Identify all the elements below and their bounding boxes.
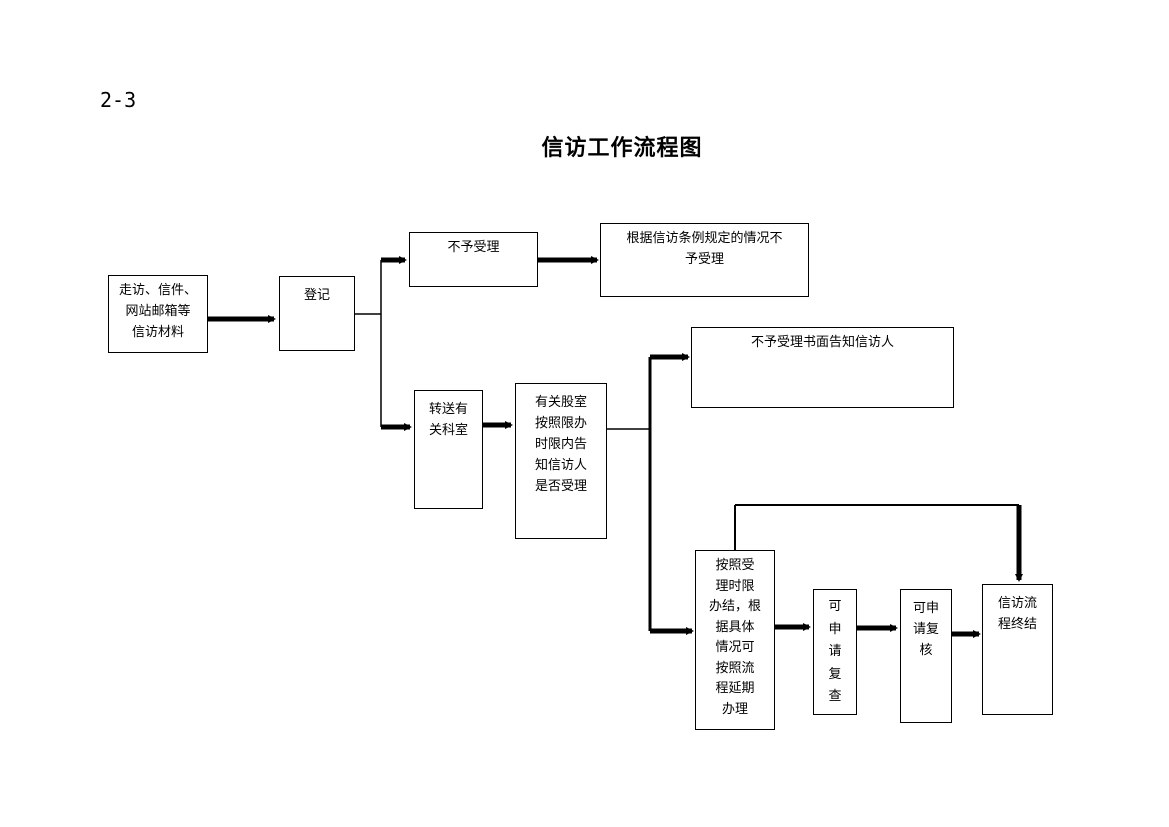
node-reject: 不予受理 (409, 232, 538, 287)
node-end: 信访流 程终结 (982, 584, 1053, 715)
node-source: 走访、信件、 网站邮箱等 信访材料 (108, 275, 208, 353)
node-reject-reason: 根据信访条例规定的情况不 予受理 (600, 223, 809, 297)
node-decide: 有关股室 按照限办 时限内告 知信访人 是否受理 (515, 383, 607, 539)
node-transfer: 转送有 关科室 (414, 390, 483, 509)
node-review: 可 申 请 复 查 (813, 589, 857, 715)
page-title: 信访工作流程图 (541, 135, 703, 161)
node-recheck: 可申 请复 核 (900, 589, 952, 723)
page-number: 2-3 (100, 88, 137, 112)
node-register: 登记 (279, 276, 355, 351)
node-handle: 按照受 理时限 办结，根 据具体 情况可 按照流 程延期 办理 (695, 550, 775, 730)
node-notify-reject: 不予受理书面告知信访人 (691, 327, 954, 408)
